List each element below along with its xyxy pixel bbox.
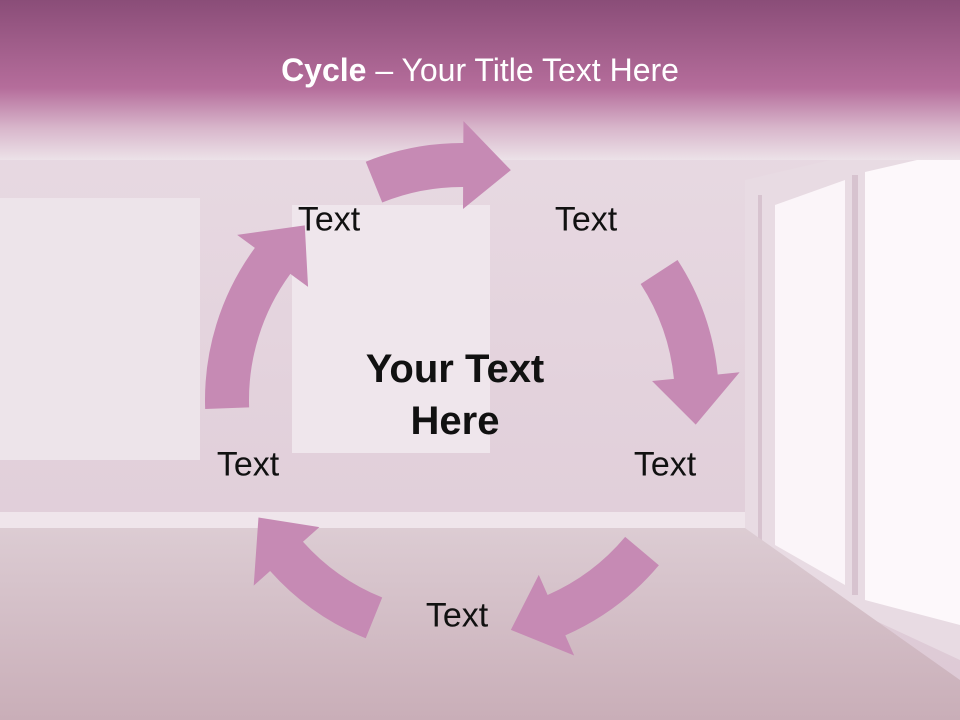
step-label-4: Text — [425, 596, 489, 635]
cycle-arrow-1 — [365, 121, 511, 210]
step-label-2: Text — [554, 200, 618, 239]
step-label-1: Text — [297, 200, 361, 239]
center-text: Your Text Here — [325, 343, 585, 447]
step-label-3: Text — [633, 445, 697, 484]
center-text-line-2: Here — [410, 399, 500, 443]
title-bold: Cycle — [281, 52, 367, 88]
title-rest: – Your Title Text Here — [366, 52, 679, 88]
step-label-5: Text — [216, 445, 280, 484]
cycle-arrow-5 — [205, 225, 309, 409]
center-text-line-1: Your Text — [365, 347, 545, 391]
cycle-arrow-4 — [253, 517, 383, 639]
slide-title: Cycle – Your Title Text Here — [0, 52, 960, 89]
cycle-arrow-3 — [510, 536, 659, 656]
cycle-arrow-2 — [640, 260, 740, 425]
